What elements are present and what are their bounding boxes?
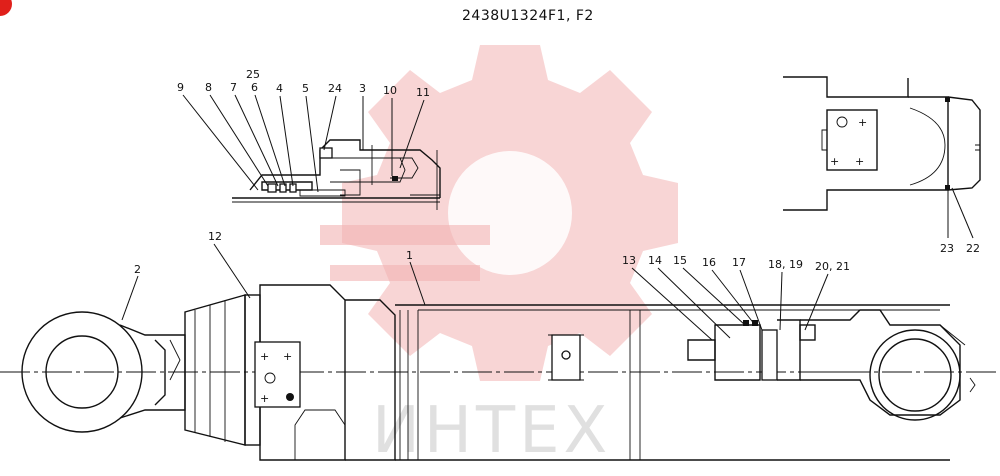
watermark-text: ИНТЕХ — [372, 394, 611, 468]
corner-mark — [0, 0, 12, 16]
callout-10: 10 — [383, 84, 397, 97]
callout-22: 22 — [966, 242, 980, 255]
callout-24: 24 — [328, 82, 342, 95]
callout-9: 9 — [177, 81, 184, 94]
callout-25: 25 — [246, 68, 260, 81]
callout-6: 6 — [251, 81, 258, 94]
callout-2: 2 — [134, 263, 141, 276]
callout-5: 5 — [302, 82, 309, 95]
svg-text:+: + — [260, 350, 269, 363]
callout-1: 1 — [406, 249, 413, 262]
svg-text:+: + — [283, 350, 292, 363]
leaders-top-left — [182, 94, 425, 193]
svg-text:+: + — [830, 155, 839, 168]
callout-16: 16 — [702, 256, 716, 269]
callout-23: 23 — [940, 242, 954, 255]
watermark-gear — [320, 45, 678, 381]
callout-8: 8 — [205, 81, 212, 94]
leader-22 — [951, 187, 974, 239]
leaders-main — [121, 243, 829, 341]
callout-13: 13 — [622, 254, 636, 267]
callout-3: 3 — [359, 82, 366, 95]
main-cylinder: + + + — [0, 284, 1000, 461]
svg-text:+: + — [260, 392, 269, 405]
detail-rod-seal — [232, 139, 441, 210]
svg-text:+: + — [858, 116, 867, 129]
detail-piston-side: + + + — [783, 76, 981, 211]
callout-12: 12 — [208, 230, 222, 243]
callout-11: 11 — [416, 86, 430, 99]
drawing-title: 2438U1324F1, F2 — [462, 8, 594, 24]
callout-18-19: 18, 19 — [768, 258, 803, 271]
callout-15: 15 — [673, 254, 687, 267]
callout-17: 17 — [732, 256, 746, 269]
callout-4: 4 — [276, 82, 283, 95]
callout-7: 7 — [230, 81, 237, 94]
callout-14: 14 — [648, 254, 662, 267]
callout-20-21: 20, 21 — [815, 260, 850, 273]
svg-text:+: + — [855, 155, 864, 168]
